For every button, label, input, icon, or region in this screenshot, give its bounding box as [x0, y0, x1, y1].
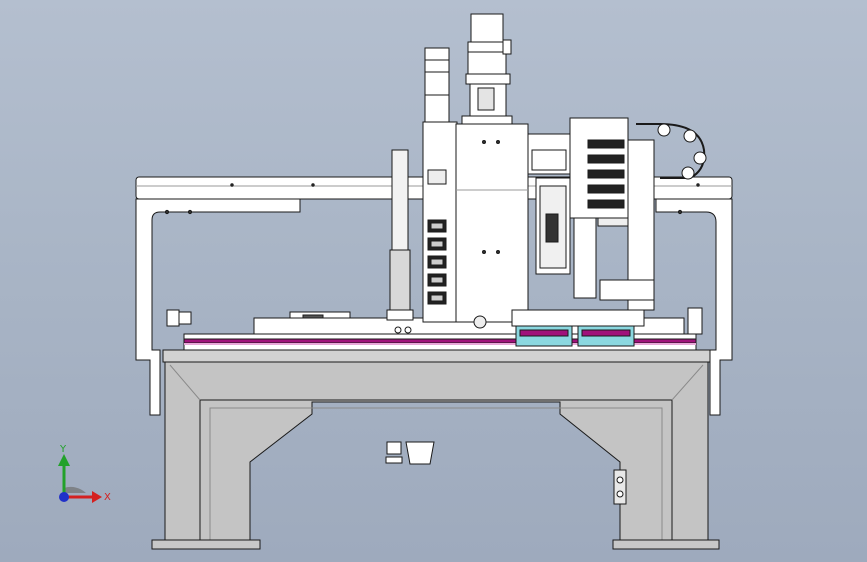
loose-part[interactable]: [385, 441, 435, 465]
pneumatic-cylinder[interactable]: [386, 149, 414, 321]
y-carriage[interactable]: [527, 117, 655, 311]
servo-motor[interactable]: [461, 13, 513, 125]
support-table[interactable]: [151, 349, 720, 550]
cable-chain[interactable]: [636, 123, 707, 180]
z-axis-plate[interactable]: [455, 123, 529, 329]
z-axis-dot: [59, 492, 69, 502]
y-axis-label: Y: [59, 444, 67, 455]
linear-slides[interactable]: [511, 309, 645, 347]
control-tower[interactable]: [422, 47, 458, 323]
x-axis-label: X: [104, 492, 111, 503]
orientation-triad: Y X: [58, 444, 111, 503]
